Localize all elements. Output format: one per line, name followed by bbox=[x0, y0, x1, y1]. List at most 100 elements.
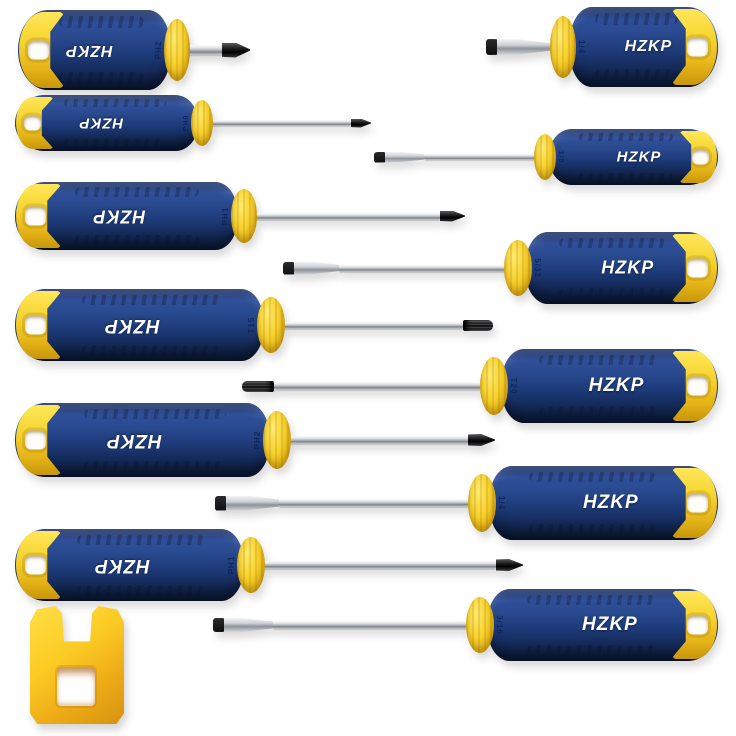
slotted-tip bbox=[283, 262, 339, 275]
shaft bbox=[273, 621, 472, 629]
screwdriver-handle: HZKP 3/16 bbox=[488, 589, 718, 661]
butt-cap bbox=[19, 12, 65, 88]
size-label: 1/8 bbox=[557, 150, 564, 164]
hang-hole bbox=[25, 315, 46, 335]
size-label: PH1 bbox=[227, 555, 236, 575]
hang-hole bbox=[24, 115, 41, 131]
collar-ring bbox=[237, 537, 265, 593]
size-label: PH2 bbox=[154, 40, 163, 60]
butt-cap bbox=[671, 468, 717, 538]
blade bbox=[226, 496, 279, 511]
slotted-tip bbox=[215, 496, 279, 511]
blade-end bbox=[283, 262, 294, 275]
shaft bbox=[274, 382, 486, 390]
shaft bbox=[184, 45, 222, 55]
slotted-tip bbox=[213, 618, 273, 632]
blade bbox=[294, 262, 339, 275]
brand-label: HZKP bbox=[106, 430, 163, 451]
phillips-tip bbox=[222, 42, 250, 58]
screwdriver-quarter-inch-slotted: HZKP 1/4 bbox=[215, 465, 718, 541]
magnetizer-body bbox=[30, 606, 124, 724]
brand-label: HZKP bbox=[582, 614, 638, 635]
magnetizer-block bbox=[30, 606, 124, 724]
phillips-tip bbox=[496, 559, 523, 571]
butt-cap bbox=[16, 291, 62, 359]
collar-ring bbox=[480, 357, 508, 415]
hang-hole bbox=[687, 37, 708, 57]
butt-cap bbox=[16, 97, 54, 149]
collar-ring bbox=[164, 19, 190, 81]
hang-hole bbox=[692, 149, 709, 165]
screwdriver-handle: HZKP PH0 bbox=[15, 95, 197, 151]
shaft bbox=[207, 120, 351, 126]
butt-cap bbox=[16, 531, 62, 599]
screwdriver-three-sixteenths-slotted: HZKP 3/16 bbox=[213, 588, 718, 662]
brand-label: HZKP bbox=[601, 257, 655, 278]
hang-hole bbox=[25, 206, 46, 226]
screwdriver-one-eighth-slotted: HZKP 1/8 bbox=[374, 128, 718, 186]
screwdriver-t15-torx: HZKP T15 bbox=[15, 288, 493, 362]
collar-ring bbox=[191, 100, 213, 146]
blade bbox=[224, 618, 273, 632]
screwdriver-ph0: HZKP PH0 bbox=[15, 94, 371, 152]
shaft bbox=[259, 561, 496, 569]
blade-end bbox=[213, 618, 224, 632]
screwdriver-ph2: HZKP PH2 bbox=[15, 402, 495, 478]
hang-hole bbox=[25, 555, 46, 575]
screwdriver-handle: HZKP 1/4 bbox=[570, 7, 718, 87]
hang-hole bbox=[687, 258, 708, 278]
size-label: PH2 bbox=[253, 430, 262, 450]
screwdriver-handle: HZKP PH2 bbox=[15, 403, 269, 477]
size-label: T15 bbox=[247, 316, 256, 334]
brand-label: HZKP bbox=[616, 148, 662, 166]
screwdriver-ph1: HZKP PH1 bbox=[15, 181, 465, 251]
hang-hole bbox=[25, 430, 46, 450]
collar-ring bbox=[534, 134, 556, 180]
blade-end bbox=[374, 152, 385, 163]
size-label: 5/32 bbox=[533, 258, 542, 278]
torx-tip bbox=[242, 380, 274, 392]
hang-hole bbox=[687, 493, 708, 513]
shaft bbox=[251, 212, 440, 220]
collar-ring bbox=[231, 189, 257, 243]
butt-cap bbox=[671, 234, 717, 302]
brand-label: HZKP bbox=[94, 555, 151, 576]
screwdriver-handle: HZKP PH2 bbox=[18, 10, 170, 90]
screwdriver-quarter-inch-stubby: HZKP 1/4 bbox=[486, 5, 718, 89]
phillips-tip bbox=[351, 118, 371, 128]
shaft bbox=[279, 321, 463, 329]
slotted-tip bbox=[374, 152, 424, 163]
torx-tip bbox=[463, 319, 493, 331]
brand-label: HZKP bbox=[624, 38, 673, 55]
brand-label: HZKP bbox=[582, 492, 639, 513]
collar-ring bbox=[468, 474, 496, 532]
blade-end bbox=[215, 496, 226, 511]
phillips-tip bbox=[468, 434, 495, 446]
phillips-tip bbox=[440, 210, 465, 222]
screwdriver-handle: HZKP 5/32 bbox=[526, 232, 718, 304]
brand-label: HZKP bbox=[103, 315, 160, 336]
butt-cap bbox=[671, 351, 717, 421]
collar-ring bbox=[263, 411, 291, 469]
screwdriver-five-thirtyseconds-slotted: HZKP 5/32 bbox=[283, 231, 718, 305]
shaft bbox=[279, 499, 474, 507]
blade-end bbox=[486, 39, 497, 55]
butt-cap bbox=[16, 405, 62, 475]
size-label: 1/4 bbox=[577, 39, 586, 55]
magnetizer-hole bbox=[57, 667, 95, 707]
size-label: 1/4 bbox=[497, 495, 506, 511]
blade bbox=[385, 152, 424, 163]
hang-hole bbox=[687, 615, 708, 635]
screwdriver-handle: HZKP T15 bbox=[15, 289, 263, 361]
collar-ring bbox=[504, 240, 532, 296]
screwdriver-ph2-stubby: HZKP PH2 bbox=[18, 8, 250, 92]
size-label: T20 bbox=[509, 377, 518, 395]
hang-hole bbox=[687, 376, 708, 396]
butt-cap bbox=[671, 591, 717, 659]
size-label: PH0 bbox=[183, 114, 190, 132]
brand-label: HZKP bbox=[65, 42, 114, 59]
screwdriver-t20-torx: HZKP T20 bbox=[242, 348, 718, 424]
brand-label: HZKP bbox=[92, 206, 146, 227]
blade bbox=[497, 39, 550, 55]
